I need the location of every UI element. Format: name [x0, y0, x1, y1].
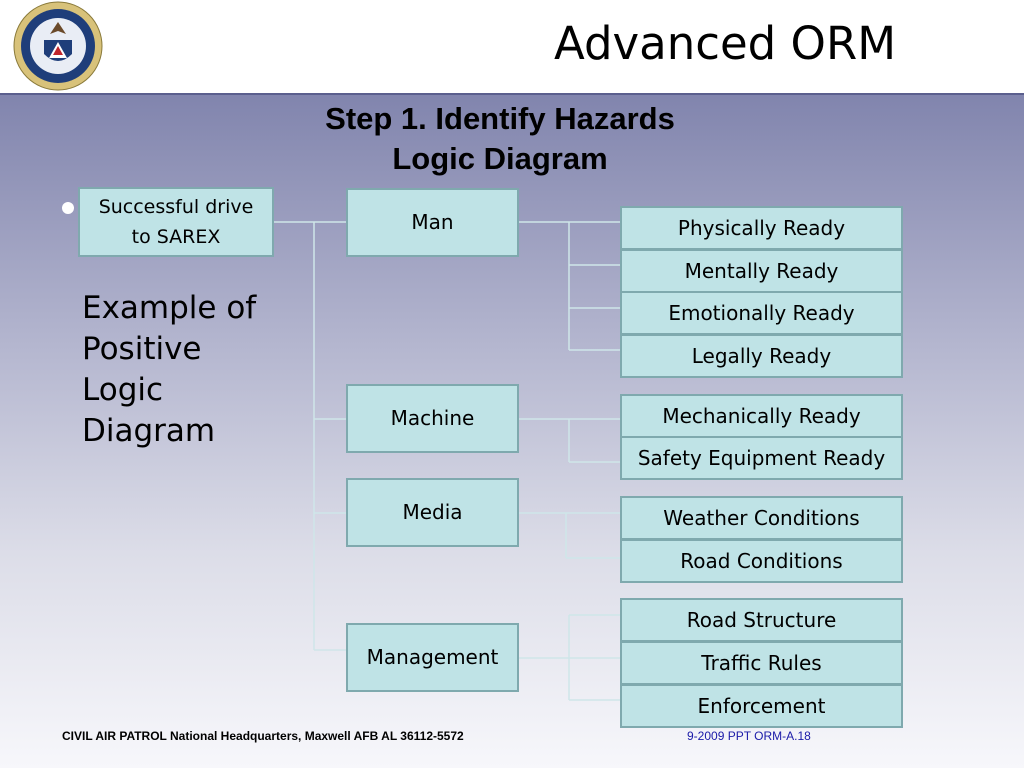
category-man: Man: [346, 188, 519, 257]
hazard-mechanically-ready: Mechanically Ready: [620, 394, 903, 438]
example-caption: Example of Positive Logic Diagram: [82, 288, 256, 452]
slide-title: Advanced ORM: [553, 17, 897, 70]
subtitle-line: Logic Diagram: [392, 141, 608, 176]
hazard-road-structure: Road Structure: [620, 598, 903, 642]
hazard-mentally-ready: Mentally Ready: [620, 249, 903, 293]
civil-air-patrol-seal: [13, 1, 103, 91]
category-machine: Machine: [346, 384, 519, 453]
hazard-enforcement: Enforcement: [620, 684, 903, 728]
example-line: Example of: [82, 290, 257, 326]
hazard-safety-equipment-ready: Safety Equipment Ready: [620, 436, 903, 480]
hazard-weather-conditions: Weather Conditions: [620, 496, 903, 540]
example-line: Positive: [82, 331, 202, 367]
root-node-line: Successful drive: [98, 196, 254, 218]
root-node: Successful drive to SAREX: [78, 187, 274, 257]
hazard-emotionally-ready: Emotionally Ready: [620, 291, 903, 335]
hazard-physically-ready: Physically Ready: [620, 206, 903, 250]
slide-subtitle: Step 1. Identify Hazards Logic Diagram: [250, 99, 750, 179]
bullet-icon: [62, 202, 74, 214]
subtitle-line: Step 1. Identify Hazards: [325, 101, 675, 136]
header-bar: [0, 0, 1024, 93]
root-node-line: to SAREX: [131, 226, 221, 248]
hazard-legally-ready: Legally Ready: [620, 334, 903, 378]
hazard-road-conditions: Road Conditions: [620, 539, 903, 583]
footer-slide-code: 9-2009 PPT ORM-A.18: [687, 729, 811, 743]
hazard-traffic-rules: Traffic Rules: [620, 641, 903, 685]
example-line: Logic: [82, 372, 164, 408]
category-management: Management: [346, 623, 519, 692]
header-divider: [0, 93, 1024, 95]
category-media: Media: [346, 478, 519, 547]
example-line: Diagram: [82, 413, 216, 449]
footer-organization: CIVIL AIR PATROL National Headquarters, …: [62, 729, 464, 743]
